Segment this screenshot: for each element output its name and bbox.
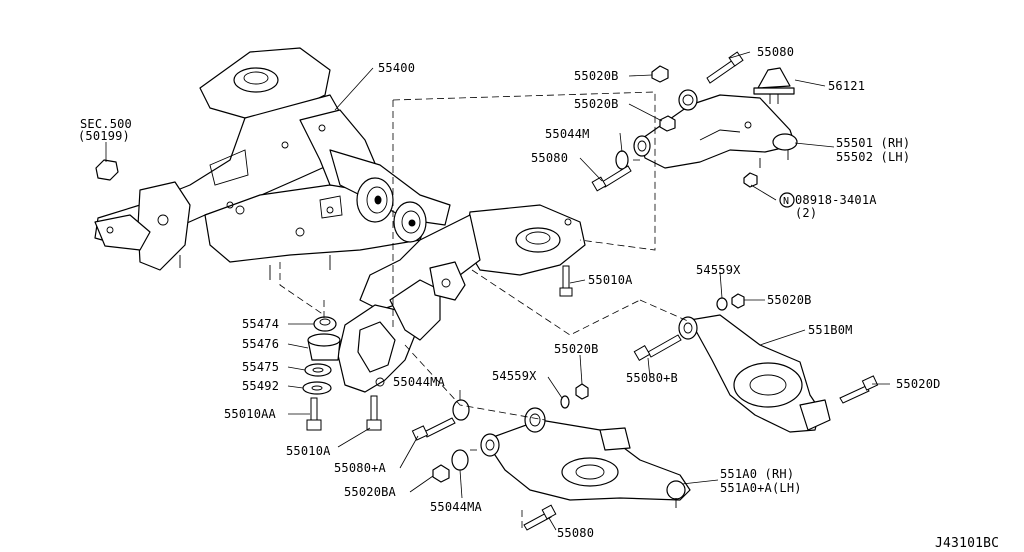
label-55502: 55502 (LH) bbox=[836, 150, 910, 164]
label-55476: 55476 bbox=[242, 337, 279, 351]
label-55010a-1: 55010A bbox=[588, 273, 633, 287]
label-qty-2: (2) bbox=[795, 206, 817, 220]
label-sec500-sub: (50199) bbox=[78, 129, 130, 143]
label-nut-n: N bbox=[783, 196, 789, 207]
label-54559x-1: 54559X bbox=[696, 263, 741, 277]
label-55080-mid: 55080 bbox=[531, 151, 568, 165]
label-55020d: 55020D bbox=[896, 377, 941, 391]
subframe-55400 bbox=[94, 47, 586, 393]
label-55020b-3: 55020B bbox=[767, 293, 812, 307]
label-55020ba: 55020BA bbox=[344, 485, 397, 499]
hardware bbox=[95, 51, 879, 531]
label-sec500: SEC.500 bbox=[80, 117, 132, 131]
lower-arm-551b0m bbox=[678, 314, 831, 433]
alignment-lines bbox=[279, 91, 691, 530]
label-55080-bottom: 55080 bbox=[557, 526, 594, 540]
label-551a0-rh: 551A0 (RH) bbox=[720, 467, 794, 481]
label-55501: 55501 (RH) bbox=[836, 136, 910, 150]
label-55044ma-2: 55044MA bbox=[430, 500, 483, 514]
label-551a0-lh: 551A0+A(LH) bbox=[720, 481, 802, 495]
nut-n-circle bbox=[779, 192, 795, 208]
leader-lines bbox=[105, 51, 890, 531]
label-08918-3401a: 08918-3401A bbox=[795, 193, 877, 207]
label-55010a-2: 55010A bbox=[286, 444, 331, 458]
label-55475: 55475 bbox=[242, 360, 279, 374]
part-labels: 55400 SEC.500 (50199) 55080 56121 55020B… bbox=[78, 45, 999, 551]
label-55080-plus-a: 55080+A bbox=[334, 461, 387, 475]
label-551b0m: 551B0M bbox=[808, 323, 853, 337]
label-55020b-1: 55020B bbox=[574, 69, 619, 83]
bumper-56121 bbox=[753, 67, 795, 104]
label-55010aa: 55010AA bbox=[224, 407, 277, 421]
label-55044m: 55044M bbox=[545, 127, 590, 141]
label-55020b-2: 55020B bbox=[574, 97, 619, 111]
lower-arm-551a0 bbox=[480, 407, 691, 508]
label-55492: 55492 bbox=[242, 379, 279, 393]
label-55020b-4: 55020B bbox=[554, 342, 599, 356]
label-55080-plus-b: 55080+B bbox=[626, 371, 678, 385]
upper-arm-55501 bbox=[633, 89, 798, 169]
label-54559x-2: 54559X bbox=[492, 369, 537, 383]
label-55080-top: 55080 bbox=[757, 45, 794, 59]
label-55044ma-1: 55044MA bbox=[393, 375, 446, 389]
diagram-code: J43101BC bbox=[935, 536, 999, 551]
label-56121: 56121 bbox=[828, 79, 865, 93]
label-55400: 55400 bbox=[378, 61, 415, 75]
label-55474: 55474 bbox=[242, 317, 279, 331]
